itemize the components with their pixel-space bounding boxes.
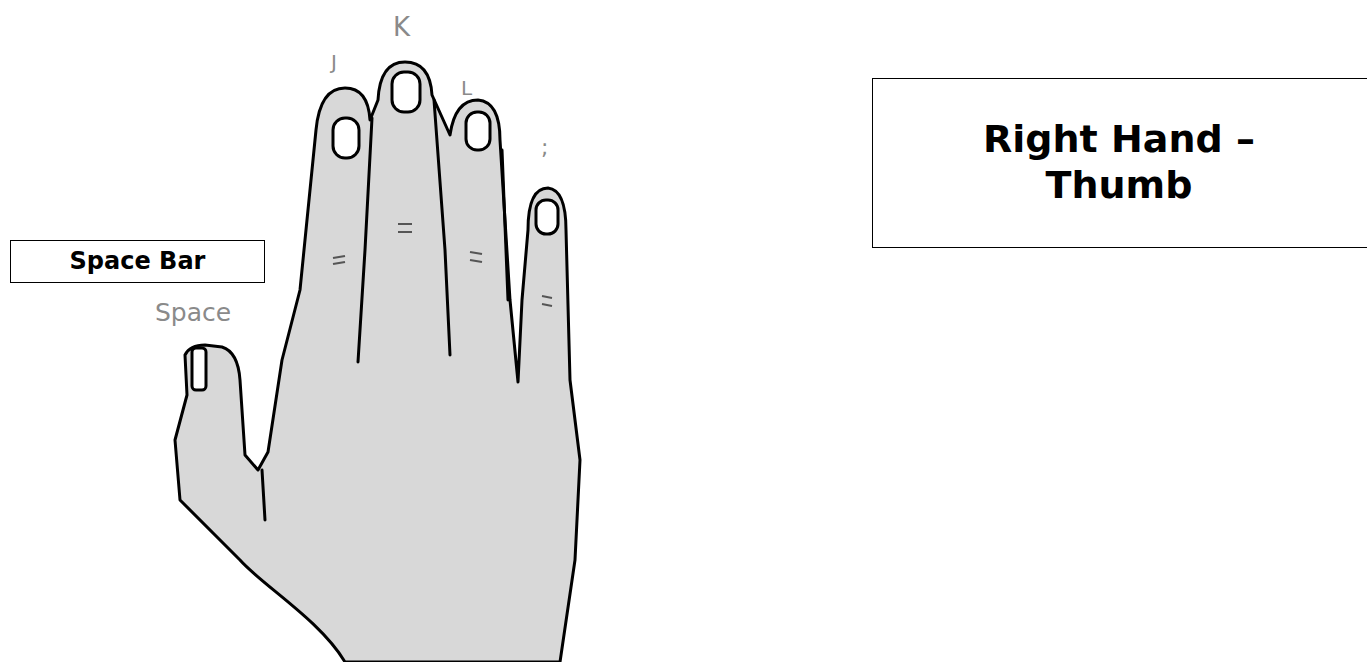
label-box: Space Bar	[10, 240, 265, 283]
finger-nails	[192, 72, 558, 390]
finger-lines	[262, 100, 508, 520]
key-label: J	[331, 50, 337, 74]
key-label: K	[393, 12, 410, 42]
box-text-group: Space Bar	[70, 247, 206, 276]
title-box: Right Hand – Thumb	[872, 78, 1367, 248]
box-text: Right Hand – Thumb	[959, 117, 1279, 208]
hand-outline	[175, 62, 580, 662]
key-label: Space	[155, 298, 231, 327]
box-text-group: Right Hand – Thumb	[959, 117, 1279, 208]
finger-marks	[333, 224, 552, 306]
key-label: ;	[541, 135, 548, 160]
key-label: L	[461, 76, 472, 100]
box-text: Space Bar	[70, 247, 206, 276]
